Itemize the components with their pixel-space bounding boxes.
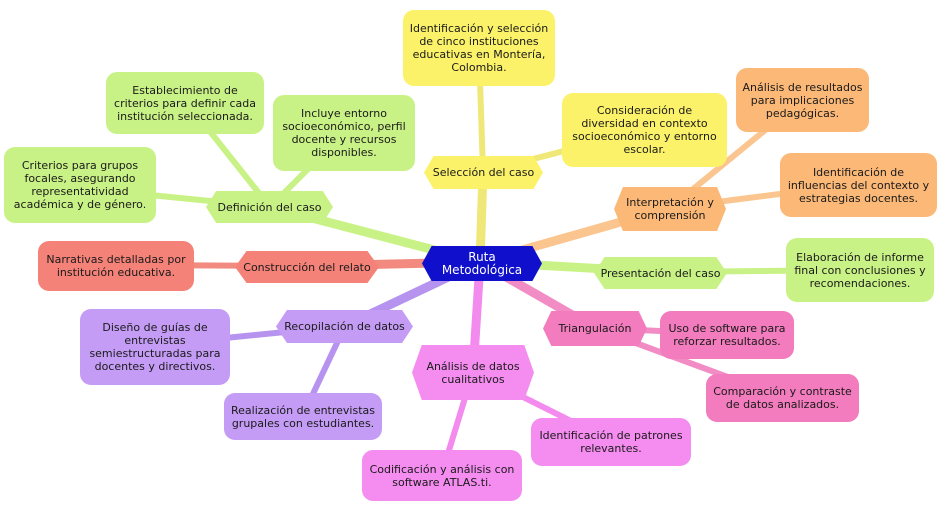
leaf-definicion-3[interactable]: Criterios para grupos focales, asegurand… <box>4 147 156 223</box>
leaf-construccion-1[interactable]: Narrativas detalladas por institución ed… <box>38 241 194 291</box>
leaf-interpretacion-1[interactable]: Análisis de resultados para implicacione… <box>736 68 869 132</box>
leaf-triangulacion-2[interactable]: Comparación y contraste de datos analiza… <box>706 374 859 422</box>
leaf-presentacion-1[interactable]: Elaboración de informe final con conclus… <box>786 238 934 302</box>
leaf-seleccion-1[interactable]: Identificación y selección de cinco inst… <box>403 10 555 86</box>
branch-recopilacion[interactable]: Recopilación de datos <box>276 310 413 343</box>
leaf-recopilacion-1[interactable]: Diseño de guías de entrevistas semiestru… <box>80 309 230 385</box>
leaf-triangulacion-1[interactable]: Uso de software para reforzar resultados… <box>660 311 794 359</box>
branch-definicion[interactable]: Definición del caso <box>206 191 333 223</box>
leaf-interpretacion-2[interactable]: Identificación de influencias del contex… <box>780 153 937 217</box>
branch-presentacion[interactable]: Presentación del caso <box>594 257 727 289</box>
leaf-analisis-2[interactable]: Codificación y análisis con software ATL… <box>362 450 522 501</box>
branch-construccion[interactable]: Construcción del relato <box>235 251 379 283</box>
branch-triangulacion[interactable]: Triangulación <box>543 311 647 346</box>
branch-analisis[interactable]: Análisis de datos cualitativos <box>412 345 534 400</box>
leaf-definicion-1[interactable]: Establecimiento de criterios para defini… <box>106 72 264 134</box>
leaf-recopilacion-2[interactable]: Realización de entrevistas grupales con … <box>224 393 382 440</box>
center-node[interactable]: Ruta Metodológica <box>422 246 542 281</box>
branch-interpretacion[interactable]: Interpretación y comprensión <box>614 187 726 231</box>
leaf-definicion-2[interactable]: Incluye entorno socioeconómico, perfil d… <box>273 95 415 171</box>
leaf-seleccion-2[interactable]: Consideración de diversidad en contexto … <box>562 93 727 167</box>
branch-seleccion[interactable]: Selección del caso <box>424 156 543 189</box>
leaf-analisis-1[interactable]: Identificación de patrones relevantes. <box>531 418 691 466</box>
